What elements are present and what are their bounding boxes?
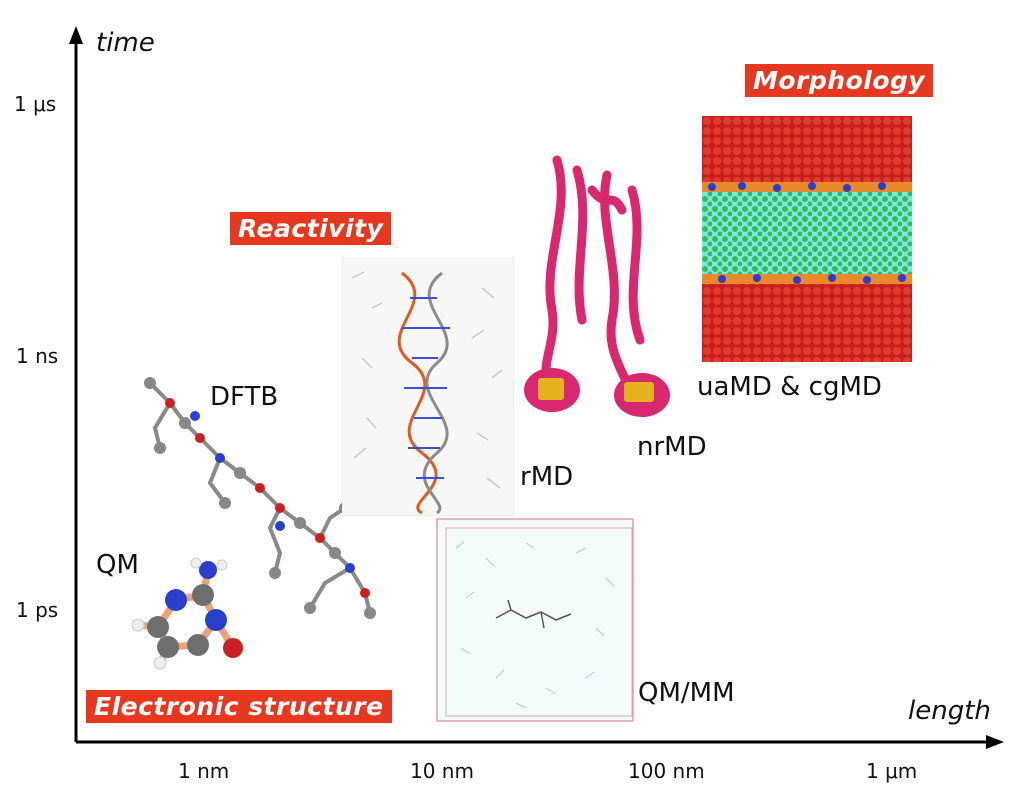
x-axis-label: length xyxy=(908,696,991,726)
qm-molecule-image xyxy=(131,557,243,670)
method-dftb: DFTB xyxy=(210,382,279,412)
y-tick-1ns: 1 ns xyxy=(16,344,59,368)
method-uamd-cgmd: uaMD & cgMD xyxy=(697,372,882,402)
region-morphology: Morphology xyxy=(745,64,934,97)
qmmm-box-image xyxy=(436,518,634,722)
y-axis-arrow-icon xyxy=(69,26,83,44)
y-tick-1ps: 1 ps xyxy=(16,598,59,622)
region-reactivity: Reactivity xyxy=(230,212,392,245)
nrmd-protein-image xyxy=(524,155,670,417)
rmd-dna-image xyxy=(342,258,514,516)
x-axis-arrow-icon xyxy=(986,735,1004,749)
method-qmmm: QM/MM xyxy=(638,678,735,708)
dftb-peptide-image xyxy=(144,377,376,619)
membrane-image xyxy=(702,116,912,362)
x-tick-1nm: 1 nm xyxy=(178,759,230,783)
x-tick-1um: 1 μm xyxy=(866,759,918,783)
method-nrmd: nrMD xyxy=(637,432,707,462)
method-qm: QM xyxy=(96,550,139,580)
y-tick-1us: 1 μs xyxy=(14,92,57,116)
x-tick-100nm: 100 nm xyxy=(628,759,705,783)
region-electronic-structure: Electronic structure xyxy=(86,690,392,723)
method-rmd: rMD xyxy=(520,462,574,492)
y-axis-label: time xyxy=(96,28,155,58)
x-tick-10nm: 10 nm xyxy=(410,759,474,783)
